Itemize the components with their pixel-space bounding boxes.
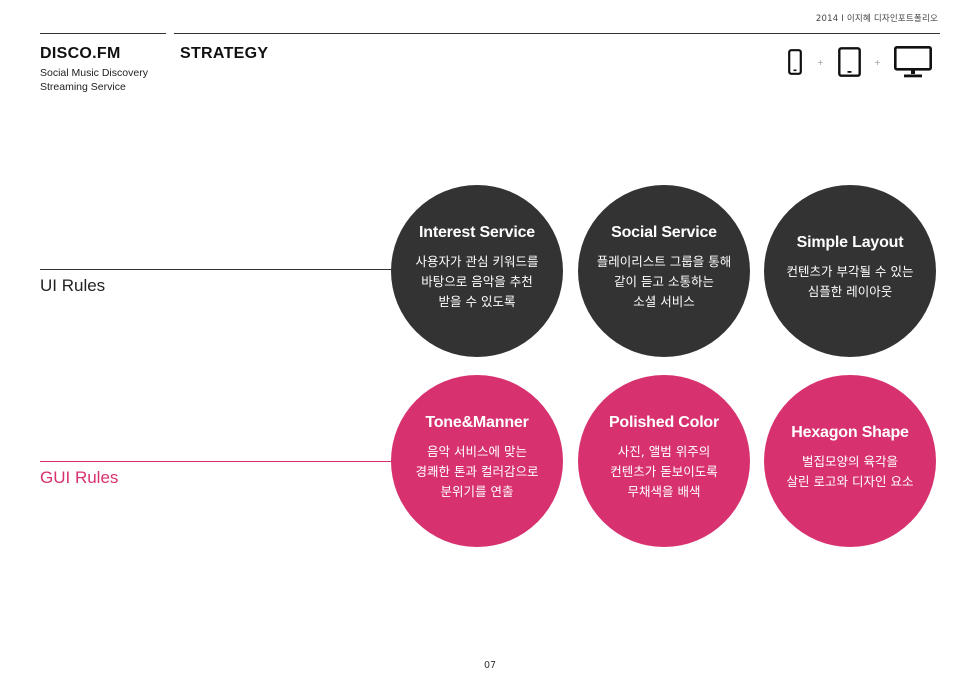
brand-subtitle-line2: Streaming Service (40, 81, 126, 93)
circle-description: 컨텐츠가 부각될 수 있는 심플한 레이아웃 (786, 264, 914, 299)
section-title: STRATEGY (180, 45, 269, 62)
ui-rules-line (40, 269, 400, 270)
ui-rule-circle-interest: Interest Service 사용자가 관심 키워드를 바탕으로 음악을 추… (391, 185, 563, 357)
circle-description: 사진, 앨범 위주의 컨텐츠가 돋보이도록 무채색을 배색 (610, 444, 718, 499)
monitor-icon (894, 46, 932, 78)
plus-sign: + (874, 58, 881, 67)
gui-rule-circle-polished-color: Polished Color 사진, 앨범 위주의 컨텐츠가 돋보이도록 무채색… (578, 375, 750, 547)
circle-title: Simple Layout (796, 234, 904, 251)
brand-subtitle-line1: Social Music Discovery (40, 67, 148, 79)
plus-sign: + (817, 58, 824, 67)
circle-description: 음악 서비스에 맞는 경쾌한 톤과 컬러감으로 분위기를 연출 (415, 444, 539, 499)
ui-rule-circle-social: Social Service 플레이리스트 그룹을 통해 같이 듣고 소통하는 … (578, 185, 750, 357)
header-divider (174, 33, 940, 34)
circle-title: Interest Service (419, 224, 535, 241)
circle-description: 사용자가 관심 키워드를 바탕으로 음악을 추천 받을 수 있도록 (415, 254, 539, 309)
circle-title: Hexagon Shape (791, 424, 909, 441)
page-number: 07 (483, 660, 497, 671)
gui-rule-circle-hexagon-shape: Hexagon Shape 벌집모양의 육각을 살린 로고와 디자인 요소 (764, 375, 936, 547)
header-divider-left (40, 33, 166, 34)
gui-rule-circle-tone-manner: Tone&Manner 음악 서비스에 맞는 경쾌한 톤과 컬러감으로 분위기를… (391, 375, 563, 547)
ui-rule-circle-simple-layout: Simple Layout 컨텐츠가 부각될 수 있는 심플한 레이아웃 (764, 185, 936, 357)
gui-rules-line (40, 461, 400, 462)
tablet-icon (838, 47, 861, 77)
ui-rules-label: UI Rules (40, 276, 106, 295)
circle-description: 플레이리스트 그룹을 통해 같이 듣고 소통하는 소셜 서비스 (596, 254, 732, 309)
phone-icon (788, 49, 802, 75)
circle-title: Polished Color (608, 414, 720, 431)
circle-title: Tone&Manner (425, 414, 529, 431)
circle-title: Social Service (611, 224, 717, 241)
brand-title: DISCO.FM (40, 45, 121, 62)
portfolio-meta: 2014 I 이지혜 디자인포트폴리오 (815, 14, 938, 24)
circle-description: 벌집모양의 육각을 살린 로고와 디자인 요소 (786, 454, 914, 489)
gui-rules-label: GUI Rules (40, 468, 119, 487)
device-icons: + + (786, 46, 936, 78)
